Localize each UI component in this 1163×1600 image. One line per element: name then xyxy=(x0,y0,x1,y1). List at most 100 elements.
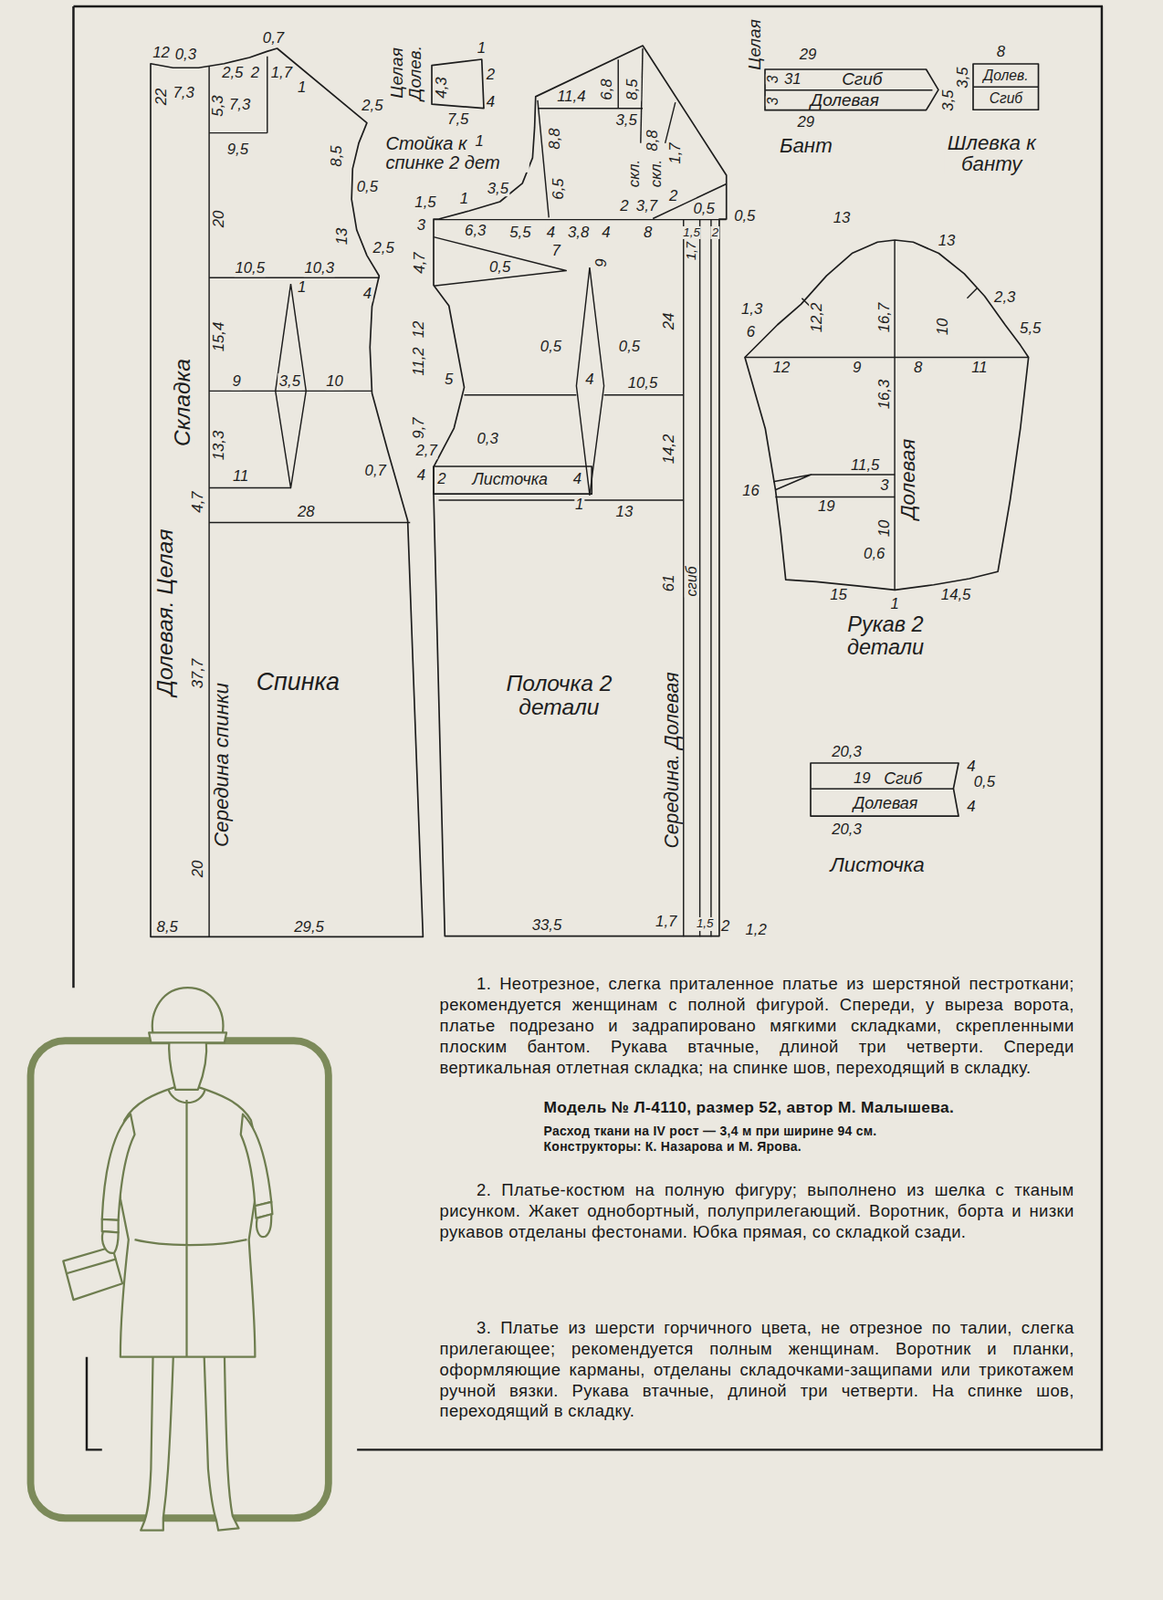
construction-line xyxy=(266,56,268,134)
piece-outline xyxy=(150,48,423,937)
pattern-mark: 0,5 xyxy=(618,338,641,356)
pattern-mark: 33,5 xyxy=(531,917,564,934)
piece-label: Целая Долев. xyxy=(387,39,425,109)
figure-leg xyxy=(140,1351,174,1531)
construction-line xyxy=(665,102,676,144)
construction-line xyxy=(209,390,373,392)
pattern-mark: 2,5 xyxy=(372,240,396,257)
piece-label: Шлевка к банту xyxy=(944,131,1039,175)
construction-line xyxy=(433,237,566,287)
pattern-mark: 2 xyxy=(250,65,261,83)
construction-line xyxy=(209,522,410,524)
pattern-mark: 0,5 xyxy=(539,338,563,356)
piece-outline xyxy=(433,466,592,494)
pattern-mark: 2 xyxy=(720,918,731,935)
construction-line xyxy=(209,277,380,279)
piece-outline xyxy=(433,45,727,937)
piece-label: Целая xyxy=(745,18,765,72)
description-text: 1. Неотрезное, слегка приталенное платье… xyxy=(439,974,1076,1080)
description-text: Конструкторы: К. Назарова и М. Ярова. xyxy=(543,1140,803,1154)
pattern-mark: 1 xyxy=(476,40,487,57)
pattern-mark: 3,8 xyxy=(566,224,590,241)
piece-outline xyxy=(810,763,959,817)
pattern-mark: 13 xyxy=(832,209,852,227)
construction-line xyxy=(810,473,895,475)
construction-line xyxy=(537,107,643,109)
description-text: 2. Платье-костюм на полную фигуру; выпол… xyxy=(439,1180,1076,1244)
figure-hat xyxy=(152,987,224,1035)
piece-outline-svg xyxy=(433,45,727,937)
construction-line xyxy=(973,86,1039,88)
pattern-mark: 6 xyxy=(745,324,756,342)
piece-outline xyxy=(431,59,484,109)
illustration-frame xyxy=(31,1040,329,1519)
pattern-mark: 3,5 xyxy=(954,65,972,89)
pattern-mark: 7,3 xyxy=(228,96,252,114)
pattern-mark: 3,7 xyxy=(635,198,659,215)
pattern-mark: скл. xyxy=(648,158,665,189)
hat-brim xyxy=(148,1032,227,1043)
pattern-mark: 13 xyxy=(937,232,957,250)
construction-line xyxy=(209,487,291,489)
pattern-mark: 20 xyxy=(210,209,228,230)
construction-line xyxy=(209,132,268,134)
pattern-mark: 11,5 xyxy=(849,457,881,474)
pattern-mark: 3 xyxy=(765,74,781,85)
pattern-mark: 1 xyxy=(296,279,307,296)
pattern-mark: 2,3 xyxy=(993,290,1017,307)
pattern-mark: 1,3 xyxy=(740,301,764,318)
coat-collar xyxy=(167,1089,205,1103)
pattern-mark: 4 xyxy=(485,94,496,111)
pattern-mark: 1,7 xyxy=(654,913,678,931)
construction-line xyxy=(576,267,604,495)
pattern-mark: 10,3 xyxy=(303,260,336,277)
pattern-mark: 15 xyxy=(828,586,849,604)
construction-line xyxy=(433,219,727,221)
pattern-mark: 12,2 xyxy=(808,301,826,334)
pattern-mark: 2 xyxy=(436,471,447,488)
pattern-mark: 8,5 xyxy=(624,78,641,102)
pattern-mark: 20,3 xyxy=(830,743,863,761)
construction-line xyxy=(775,496,895,498)
pattern-mark: 6,5 xyxy=(551,177,568,200)
pattern-mark: 4 xyxy=(572,471,583,488)
piece-label: Стойка к спинке 2 дет xyxy=(384,134,529,173)
pattern-mark: 37,7 xyxy=(189,657,207,690)
construction-line xyxy=(652,184,726,220)
construction-line xyxy=(966,287,977,298)
pattern-mark: 3,5 xyxy=(486,180,510,198)
pattern-mark: 8 xyxy=(912,360,923,378)
pattern-piece: Полочка 2 деталиСередина. ДолеваясгибЛис… xyxy=(433,45,727,937)
pattern-mark: 9 xyxy=(851,360,862,378)
pattern-mark: 0,7 xyxy=(364,463,388,481)
pattern-mark: 16 xyxy=(741,482,761,500)
pattern-mark: 61 xyxy=(660,574,678,594)
pattern-mark: 1 xyxy=(574,496,585,514)
piece-label: Долев. xyxy=(982,67,1029,83)
pattern-mark: 6,8 xyxy=(598,78,616,102)
figure-cuff xyxy=(102,1219,119,1234)
figure-hand xyxy=(256,1214,272,1237)
pattern-mark: 4 xyxy=(584,371,595,388)
pattern-mark: 1,5 xyxy=(681,226,702,240)
piece-label: Бант xyxy=(778,135,834,157)
piece-label: Долевая xyxy=(852,794,920,812)
pattern-mark: 0,3 xyxy=(476,430,500,448)
description-text: 3. Платье из шерсти горчичного цвета, не… xyxy=(439,1318,1076,1424)
pattern-mark: 5,5 xyxy=(1018,320,1042,337)
piece-outline xyxy=(744,240,1029,590)
pattern-mark: 11,4 xyxy=(555,88,587,105)
pattern-mark: 0,5 xyxy=(691,200,715,218)
piece-label: Складка xyxy=(170,358,195,449)
pattern-mark: 4 xyxy=(600,224,611,241)
pattern-mark: 20 xyxy=(189,859,207,880)
construction-line xyxy=(893,240,895,590)
pattern-mark: 10 xyxy=(324,373,345,390)
pattern-mark: 9,5 xyxy=(226,141,250,158)
construction-line xyxy=(275,283,307,489)
pattern-mark: 0,7 xyxy=(261,31,285,48)
pattern-mark: 4 xyxy=(416,467,427,484)
pattern-mark: 2,5 xyxy=(220,65,244,83)
pattern-mark: 0,5 xyxy=(733,208,756,225)
pattern-mark: 3,5 xyxy=(278,373,302,390)
